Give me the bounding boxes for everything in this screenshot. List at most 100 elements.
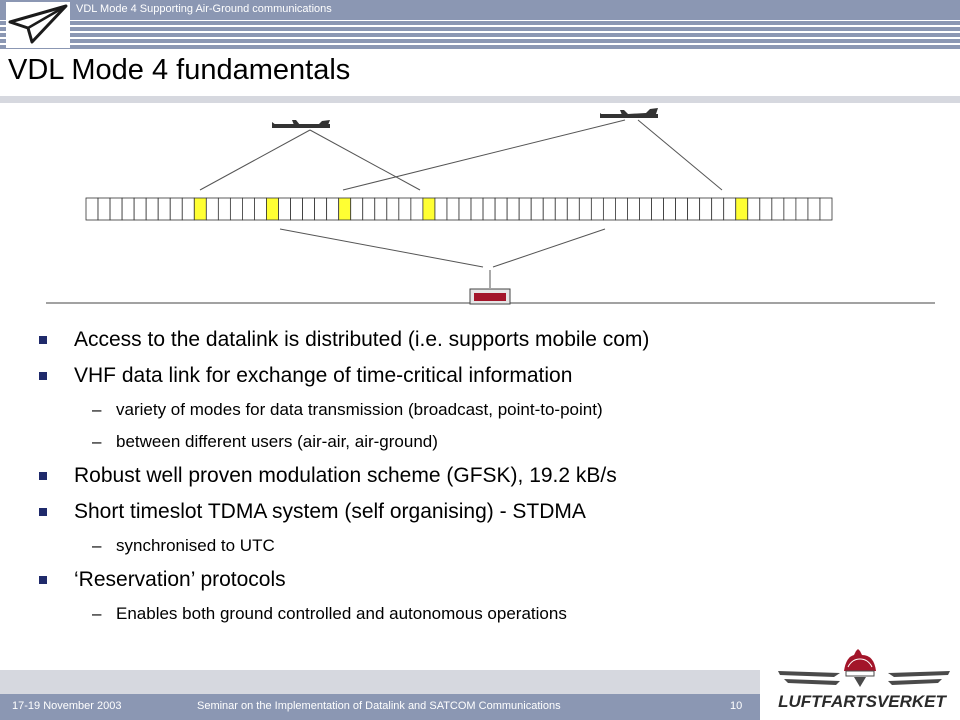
- ground-station-icon: [469, 288, 511, 305]
- timeslot: [157, 197, 171, 221]
- square-bullet-icon: [39, 336, 47, 344]
- timeslot: [410, 197, 424, 221]
- bullet-list: Access to the datalink is distributed (i…: [36, 322, 936, 630]
- bullet-item: ‘Reservation’ protocols: [36, 562, 936, 598]
- timeslot: [530, 197, 544, 221]
- timeslot: [470, 197, 484, 221]
- timeslot: [145, 197, 159, 221]
- crown-wings-emblem-icon: [778, 649, 950, 687]
- timeslot: [446, 197, 460, 221]
- dash-bullet-icon: –: [92, 604, 102, 623]
- timeslot-reserved: [338, 197, 352, 221]
- timeslot: [759, 197, 773, 221]
- timeslot: [398, 197, 412, 221]
- timeslot-reserved: [422, 197, 436, 221]
- footer: 17-19 November 2003 Seminar on the Imple…: [0, 670, 760, 720]
- timeslot: [242, 197, 255, 221]
- timeslot: [121, 197, 135, 221]
- timeslot: [723, 197, 737, 221]
- timeslot: [518, 197, 532, 221]
- timeslot: [386, 197, 400, 221]
- timeslot: [109, 197, 123, 221]
- dash-bullet-icon: –: [92, 536, 102, 555]
- timeslot: [314, 197, 328, 221]
- square-bullet-icon: [39, 372, 47, 380]
- bullet-item: Robust well proven modulation scheme (GF…: [36, 458, 936, 494]
- timeslot-bar: [85, 197, 833, 221]
- timeslot: [711, 197, 725, 221]
- brand-name: LUFTFARTSVERKET: [778, 692, 947, 711]
- timeslot: [819, 197, 833, 221]
- timeslot: [290, 197, 303, 221]
- sub-bullet-item: – synchronised to UTC: [36, 530, 936, 562]
- footer-date: 17-19 November 2003: [12, 700, 122, 712]
- timeslot: [663, 197, 676, 221]
- timeslot: [542, 197, 556, 221]
- aircraft-icon: [600, 108, 658, 118]
- footer-seminar: Seminar on the Implementation of Datalin…: [197, 700, 561, 712]
- page-number: 10: [730, 700, 743, 712]
- title-underline: [0, 96, 960, 103]
- square-bullet-icon: [39, 508, 47, 516]
- timeslot: [85, 197, 99, 221]
- timeslot: [302, 197, 316, 221]
- timeslot: [278, 197, 291, 221]
- timeslot: [229, 197, 243, 221]
- timeslot: [651, 197, 664, 221]
- sub-bullet-item: – between different users (air-air, air-…: [36, 426, 936, 458]
- timeslot: [747, 197, 761, 221]
- aircraft-icon: [272, 120, 330, 128]
- timeslot: [554, 197, 568, 221]
- footer-bar: [0, 694, 760, 720]
- timeslot: [133, 197, 147, 221]
- timeslot: [506, 197, 520, 221]
- timeslot: [783, 197, 797, 221]
- timeslot: [687, 197, 701, 221]
- timeslot: [217, 197, 231, 221]
- timeslot-reserved: [193, 197, 207, 221]
- timeslot: [362, 197, 376, 221]
- dash-bullet-icon: –: [92, 432, 102, 451]
- timeslot: [181, 197, 195, 221]
- timeslot: [615, 197, 628, 221]
- page-title: VDL Mode 4 fundamentals: [8, 54, 351, 86]
- luftfartsverket-logo: LUFTFARTSVERKET: [778, 649, 950, 711]
- timeslot: [566, 197, 580, 221]
- timeslot: [627, 197, 640, 221]
- timeslot-reserved: [266, 197, 279, 221]
- timeslot: [807, 197, 821, 221]
- presentation-title: VDL Mode 4 Supporting Air-Ground communi…: [76, 3, 332, 15]
- timeslot: [699, 197, 713, 221]
- paper-plane-icon: [6, 2, 70, 48]
- square-bullet-icon: [39, 576, 47, 584]
- timeslot: [590, 197, 604, 221]
- timeslot: [169, 197, 183, 221]
- tdma-diagram: [46, 108, 935, 305]
- sub-bullet-item: – Enables both ground controlled and aut…: [36, 598, 936, 630]
- timeslot: [458, 197, 472, 221]
- footer-band: [0, 670, 760, 694]
- timeslot-reserved: [735, 197, 749, 221]
- timeslot: [482, 197, 496, 221]
- timeslot: [494, 197, 508, 221]
- dash-bullet-icon: –: [92, 400, 102, 419]
- timeslot: [374, 197, 388, 221]
- timeslot: [434, 197, 448, 221]
- timeslot: [771, 197, 785, 221]
- timeslot: [326, 197, 340, 221]
- timeslot: [578, 197, 592, 221]
- timeslot: [602, 197, 616, 221]
- header-stripe: [0, 20, 960, 50]
- sub-bullet-item: – variety of modes for data transmission…: [36, 394, 936, 426]
- bullet-item: VHF data link for exchange of time-criti…: [36, 358, 936, 394]
- timeslot: [205, 197, 219, 221]
- square-bullet-icon: [39, 472, 47, 480]
- timeslot: [97, 197, 111, 221]
- timeslot: [675, 197, 689, 221]
- timeslot: [350, 197, 364, 221]
- bullet-item: Access to the datalink is distributed (i…: [36, 322, 936, 358]
- timeslot: [254, 197, 267, 221]
- bullet-item: Short timeslot TDMA system (self organis…: [36, 494, 936, 530]
- timeslot: [795, 197, 809, 221]
- header-bar: VDL Mode 4 Supporting Air-Ground communi…: [0, 0, 960, 20]
